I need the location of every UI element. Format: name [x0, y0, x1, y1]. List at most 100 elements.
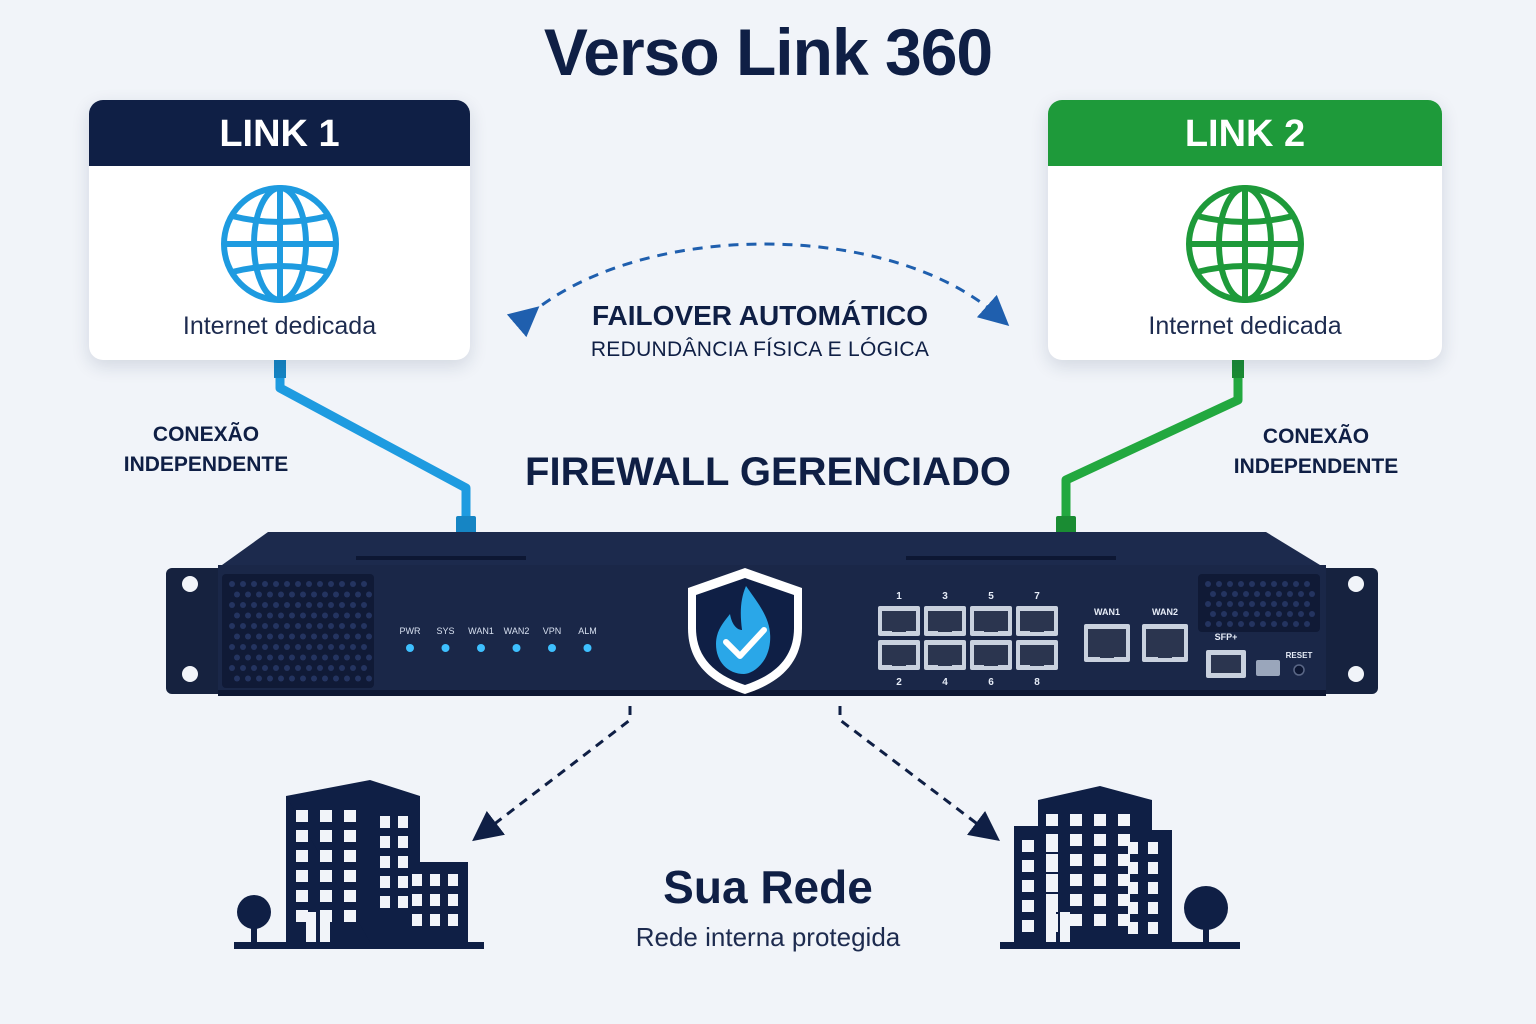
wan-port-label: WAN2 [1152, 607, 1178, 617]
building-window [1094, 874, 1106, 886]
connection-line-2: INDEPENDENTE [1233, 455, 1399, 478]
building-window [1070, 854, 1082, 866]
ethernet-port-4 [924, 640, 966, 670]
building-window [1070, 914, 1082, 926]
port-number: 1 [896, 591, 902, 602]
reset-button [1293, 664, 1305, 676]
usb-port [1256, 660, 1280, 676]
building-door [306, 912, 316, 942]
building-window [1046, 894, 1058, 906]
building-window [1118, 914, 1130, 926]
building-window [1118, 894, 1130, 906]
building-window [1148, 842, 1158, 854]
network-title: Sua Rede [663, 861, 873, 913]
building-window [1128, 922, 1138, 934]
building-window [412, 874, 422, 886]
wan-port-1 [1084, 624, 1130, 662]
building-window [1128, 862, 1138, 874]
building-window [344, 850, 356, 862]
building-window [1046, 814, 1058, 826]
building-window [448, 874, 458, 886]
link2-card: LINK 2 Internet dedicada [1048, 100, 1442, 360]
led-label-wan1: WAN1 [468, 626, 494, 636]
led-vpn [548, 644, 556, 652]
ethernet-port-5 [970, 606, 1012, 636]
building-window [380, 896, 390, 908]
led-label-alm: ALM [578, 626, 597, 636]
building-window [1022, 880, 1034, 892]
building-window [296, 870, 308, 882]
led-label-vpn: VPN [543, 626, 562, 636]
building-window [320, 850, 332, 862]
building-window [380, 856, 390, 868]
building-window [344, 890, 356, 902]
port-number: 8 [1034, 677, 1040, 688]
reset-label: RESET [1286, 651, 1313, 660]
building-window [320, 890, 332, 902]
building-window [1128, 902, 1138, 914]
building-window [320, 870, 332, 882]
building-window [344, 830, 356, 842]
sfp-slot [1211, 655, 1241, 673]
building-window [296, 850, 308, 862]
connection-line-2: INDEPENDENTE [123, 453, 289, 476]
building-window [1118, 834, 1130, 846]
link1-header: LINK 1 [89, 100, 470, 166]
building-window [1022, 920, 1034, 932]
building-window [1094, 854, 1106, 866]
port-number: 4 [942, 677, 948, 688]
building-window [430, 894, 440, 906]
building-window [1094, 914, 1106, 926]
building-window [344, 870, 356, 882]
building-window [380, 836, 390, 848]
led-label-pwr: PWR [400, 626, 421, 636]
arrow-to-building-left [472, 706, 632, 842]
building-window [1148, 922, 1158, 934]
building-window [430, 914, 440, 926]
port-number: 6 [988, 677, 994, 688]
building-window [1070, 894, 1082, 906]
globe-icon [1186, 185, 1304, 303]
building-window [1094, 894, 1106, 906]
led-label-wan2: WAN2 [504, 626, 530, 636]
building-window [1070, 814, 1082, 826]
building-window [1118, 874, 1130, 886]
wan-port-2 [1142, 624, 1188, 662]
building-window [398, 856, 408, 868]
page-title: Verso Link 360 [543, 15, 993, 89]
building-window [320, 830, 332, 842]
led-wan1 [477, 644, 485, 652]
building-window [412, 914, 422, 926]
led-wan2 [512, 644, 521, 652]
building-window [1070, 834, 1082, 846]
link2-header: LINK 2 [1048, 100, 1442, 166]
building-window [1148, 882, 1158, 894]
ethernet-port-1 [878, 606, 920, 636]
building-window [344, 810, 356, 822]
port-number: 2 [896, 677, 902, 688]
building-window [380, 816, 390, 828]
arrow-to-building-right [838, 706, 1000, 842]
building-door [1060, 912, 1070, 942]
building-window [1094, 814, 1106, 826]
failover-subtitle: REDUNDÂNCIA FÍSICA E LÓGICA [590, 338, 930, 361]
led-sys [441, 644, 450, 652]
building-window [380, 876, 390, 888]
ethernet-port-3 [924, 606, 966, 636]
connection-line-1: CONEXÃO [1262, 425, 1370, 448]
building-window [398, 896, 408, 908]
shield-check-icon [688, 568, 802, 694]
ethernet-port-6 [970, 640, 1012, 670]
firewall-title: FIREWALL GERENCIADO [525, 450, 1011, 494]
port-number: 7 [1034, 591, 1040, 602]
building-window [344, 910, 356, 922]
led-pwr [406, 644, 414, 652]
led-alm [583, 644, 592, 652]
building-window [398, 816, 408, 828]
led-label-sys: SYS [436, 626, 454, 636]
building-window [448, 894, 458, 906]
building-window [296, 830, 308, 842]
ethernet-port-8 [1016, 640, 1058, 670]
building-window [1022, 860, 1034, 872]
